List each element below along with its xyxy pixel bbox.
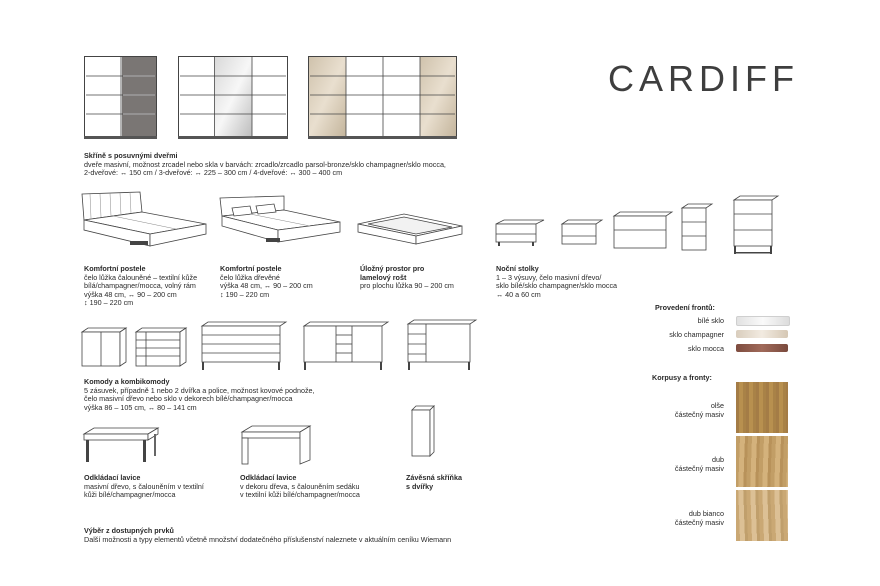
wardrobes-line: dveře masivní, možnost zrcadel nebo skla… (84, 159, 446, 169)
storage-line: pro plochu lůžka 90 – 200 cm (360, 281, 454, 291)
bodies-label-oak-bianco: dub bianco částečný masiv (620, 509, 724, 527)
bench-1-line: masivní dřevo, s čalouněním v textilní (84, 481, 204, 491)
bench-2-line: v textilní kůži bílé/champagner/mocca (240, 490, 360, 500)
comfort-bed-1-line: výška 48 cm, ↔ 90 – 200 cm (84, 289, 177, 299)
storage-text: Úložný prostor pro lamelový rošt pro plo… (360, 264, 454, 291)
bodies-label-line: částečný masiv (674, 517, 724, 527)
comfort-bed-2-line: výška 48 cm, ↔ 90 – 200 cm (220, 281, 313, 291)
nightstand-illustrations (495, 195, 780, 254)
upholstered-bed-illustration (81, 191, 207, 247)
commodes-title: Komody a kombikomody (84, 377, 170, 386)
wardrobes-text: Skříně s posuvnými dveřmi dveře masivní,… (84, 151, 446, 178)
hanging-cabinet-illustration (411, 405, 435, 457)
comfort-bed-1-line: bílá/champagner/mocca, volný rám (84, 281, 196, 291)
comfort-bed-2-line: čelo lůžka dřevěné (220, 272, 280, 282)
fronts-label-white-glass: bílé sklo (697, 316, 724, 325)
bench-2-title: Odkládací lavice (240, 473, 297, 482)
bench-wood-decor-illustration (240, 425, 312, 465)
wood-swatch-alder (736, 382, 788, 433)
nightstands-line: ↔ 40 a 60 cm (496, 289, 541, 299)
bodies-label-line: olše (710, 401, 724, 410)
hanging-text: Závěsná skříňka s dvířky (406, 473, 462, 491)
comfort-bed-1-title: Komfortní postele (84, 264, 146, 273)
bench-solid-wood-illustration (82, 427, 160, 462)
wardrobe-4-door-illustration (308, 56, 457, 139)
swatch-white-glass (736, 316, 790, 326)
fronts-title: Provedení frontů: (655, 303, 715, 312)
swatch-champagne-glass (736, 330, 788, 338)
bodies-title: Korpusy a fronty: (652, 373, 712, 382)
hanging-title: Závěsná skříňka (406, 473, 462, 482)
bench-1-line: kůži bílé/champagner/mocca (84, 490, 176, 500)
wardrobes-title: Skříně s posuvnými dveřmi (84, 151, 178, 160)
wardrobe-2-door-illustration (84, 56, 157, 139)
wood-swatch-oak-bianco (736, 490, 788, 541)
commodes-illustration (80, 319, 478, 370)
comfort-bed-1-line: čelo lůžka čalouněné – textilní kůže (84, 272, 198, 282)
wardrobe-3-door-illustration (178, 56, 288, 139)
bench-1-text: Odkládací lavice masivní dřevo, s čaloun… (84, 473, 204, 500)
bodies-label-line: dub bianco (688, 509, 724, 518)
storage-title: lamelový rošt (360, 272, 407, 282)
storage-title: Úložný prostor pro (360, 264, 425, 273)
comfort-bed-2-title: Komfortní postele (220, 264, 282, 273)
bodies-label-line: dub (712, 455, 724, 464)
bench-2-text: Odkládací lavice v dekoru dřeva, s čalou… (240, 473, 360, 500)
brand-title: CARDIFF (608, 58, 799, 99)
commodes-line: výška 86 – 105 cm, ↔ 80 – 141 cm (84, 402, 197, 412)
hanging-title: s dvířky (406, 481, 434, 491)
bodies-label-line: částečný masiv (674, 463, 724, 473)
bench-1-title: Odkládací lavice (84, 473, 141, 482)
commodes-text: Komody a kombikomody 5 zásuvek, případně… (84, 377, 315, 412)
selection-line: Další možnosti a typy elementů včetně mn… (84, 534, 452, 544)
wardrobes-line: 2-dveřové: ↔ 150 cm / 3-dveřové: ↔ 225 –… (84, 168, 343, 178)
commodes-line: 5 zásuvek, případně 1 nebo 2 dvířka a po… (84, 385, 315, 395)
wooden-headboard-bed-illustration (219, 195, 341, 243)
selection-text: Výběr z dostupných prvků Další možnosti … (84, 526, 452, 544)
comfort-bed-2-text: Komfortní postele čelo lůžka dřevěné výš… (220, 264, 313, 299)
nightstands-line: 1 – 3 výsuvy, čelo masivní dřevo/ (496, 272, 602, 282)
wood-swatch-oak (736, 436, 788, 487)
comfort-bed-1-line: ↕ 190 – 220 cm (84, 298, 134, 308)
fronts-label-mocca-glass: sklo mocca (688, 344, 724, 353)
bodies-label-oak: dub částečný masiv (620, 455, 724, 473)
swatch-mocca-glass (736, 344, 788, 352)
selection-title: Výběr z dostupných prvků (84, 526, 174, 535)
bodies-label-line: částečný masiv (674, 409, 724, 419)
comfort-bed-2-line: ↕ 190 – 220 cm (220, 289, 270, 299)
bench-2-line: v dekoru dřeva, s čalouněním sedáku (240, 481, 360, 491)
bodies-label-alder: olše částečný masiv (620, 401, 724, 419)
slatted-base-storage-illustration (357, 213, 463, 245)
comfort-bed-1-text: Komfortní postele čelo lůžka čalouněné –… (84, 264, 198, 308)
nightstands-text: Noční stolky 1 – 3 výsuvy, čelo masivní … (496, 264, 618, 299)
nightstands-title: Noční stolky (496, 264, 539, 273)
commodes-line: čelo masivní dřevo nebo sklo v dekorech … (84, 394, 293, 404)
fronts-label-champagne-glass: sklo champagner (669, 330, 724, 339)
nightstands-line: sklo bílé/sklo champagner/sklo mocca (496, 281, 618, 291)
